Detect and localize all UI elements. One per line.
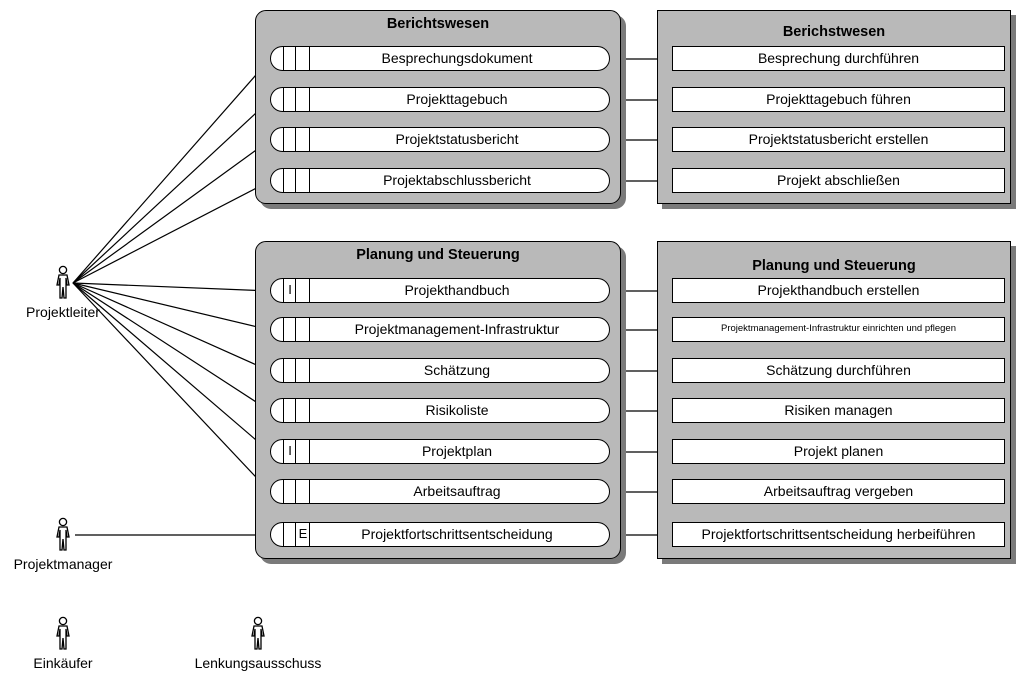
activity-fortschrittsentscheidung-herbeifuehren[interactable]: Projektfortschrittsentscheidung herbeifü…: [672, 522, 1005, 547]
activity-projekttagebuch-fuehren[interactable]: Projekttagebuch führen: [672, 87, 1005, 112]
product-schaetzung[interactable]: Schätzung: [270, 358, 610, 383]
product-arbeitsauftrag[interactable]: Arbeitsauftrag: [270, 479, 610, 504]
role-lenkungsausschuss[interactable]: Lenkungsausschuss: [188, 616, 328, 671]
activity-projekt-abschliessen[interactable]: Projekt abschließen: [672, 168, 1005, 193]
group-title: Berichtswesen: [386, 16, 490, 32]
product-label: Projektfortschrittsentscheidung: [361, 526, 553, 542]
role-label: Projektleiter: [26, 304, 100, 320]
activity-projektstatusbericht-erstellen[interactable]: Projektstatusbericht erstellen: [672, 127, 1005, 152]
person-icon: [56, 265, 70, 299]
activity-schaetzung-durchfuehren[interactable]: Schätzung durchführen: [672, 358, 1005, 383]
activity-arbeitsauftrag-vergeben[interactable]: Arbeitsauftrag vergeben: [672, 479, 1005, 504]
link-projektleiter-projekttagebuch: [72, 99, 271, 284]
link-projektleiter-risikoliste: [72, 282, 271, 412]
product-label: Projektmanagement-Infrastruktur: [354, 321, 560, 337]
link-projektleiter-projektplan: [72, 282, 271, 453]
link-projektleiter-projektstatusbericht: [72, 139, 271, 284]
product-label: Schätzung: [423, 362, 491, 378]
product-state-mark: [284, 318, 296, 340]
product-label: Projektstatusbericht: [395, 131, 519, 147]
product-label: Projektplan: [421, 443, 493, 459]
activity-group-title: Planung und Steuerung: [752, 258, 916, 274]
product-label: Projektabschlussbericht: [383, 172, 531, 188]
role-label: Projektmanager: [13, 556, 113, 572]
product-label: Projekttagebuch: [406, 91, 508, 107]
product-state-mark: [284, 169, 296, 191]
product-label: Besprechungsdokument: [381, 50, 533, 66]
product-label: Risikoliste: [425, 402, 489, 418]
product-state-mark: [284, 128, 296, 150]
role-projektleiter[interactable]: Projektleiter: [8, 265, 118, 320]
link-projektleiter-arbeitsauftrag: [72, 282, 271, 493]
product-label: Arbeitsauftrag: [413, 483, 501, 499]
activity-infrastruktur-einrichten[interactable]: Projektmanagement-Infrastruktur einricht…: [672, 317, 1005, 342]
product-state-mark: I: [288, 443, 292, 458]
link-projektleiter-projektmanagement-infrastruktur: [72, 282, 271, 331]
role-einkaeufer[interactable]: Einkäufer: [8, 616, 118, 671]
product-state-mark: [284, 359, 296, 381]
activity-risiken-managen[interactable]: Risiken managen: [672, 398, 1005, 423]
role-label: Lenkungsausschuss: [194, 655, 322, 671]
activity-besprechung-durchfuehren[interactable]: Besprechung durchführen: [672, 46, 1005, 71]
product-state-mark: [284, 47, 296, 69]
product-state-mark: I: [288, 282, 292, 297]
activity-projekthandbuch-erstellen[interactable]: Projekthandbuch erstellen: [672, 278, 1005, 303]
link-projektleiter-projekthandbuch: [72, 282, 271, 292]
product-projektfortschrittsentscheidung[interactable]: E Projektfortschrittsentscheidung: [270, 522, 610, 547]
product-projektplan[interactable]: I Projektplan: [270, 439, 610, 464]
activity-group-title: Berichstwesen: [782, 24, 886, 40]
product-state-mark: [284, 399, 296, 421]
product-projekttagebuch[interactable]: Projekttagebuch: [270, 87, 610, 112]
person-icon: [56, 517, 70, 551]
product-state-mark: E: [298, 526, 308, 541]
product-state-mark: [284, 480, 296, 502]
product-risikoliste[interactable]: Risikoliste: [270, 398, 610, 423]
product-projektabschlussbericht[interactable]: Projektabschlussbericht: [270, 168, 610, 193]
product-label: Projekthandbuch: [404, 282, 510, 298]
person-icon: [251, 616, 265, 650]
product-besprechungsdokument[interactable]: Besprechungsdokument: [270, 46, 610, 71]
product-projektstatusbericht[interactable]: Projektstatusbericht: [270, 127, 610, 152]
link-projektleiter-besprechungsdokument: [72, 58, 271, 284]
role-projektmanager[interactable]: Projektmanager: [8, 517, 118, 572]
link-projektleiter-projektabschlussbericht: [72, 180, 271, 284]
person-icon: [56, 616, 70, 650]
product-projekthandbuch[interactable]: I Projekthandbuch: [270, 278, 610, 303]
link-projektleiter-schaetzung: [72, 282, 271, 372]
role-label: Einkäufer: [33, 655, 93, 671]
activity-projekt-planen[interactable]: Projekt planen: [672, 439, 1005, 464]
product-state-mark: [284, 88, 296, 110]
product-projektmanagement-infrastruktur[interactable]: Projektmanagement-Infrastruktur: [270, 317, 610, 342]
group-title: Planung und Steuerung: [356, 247, 520, 263]
